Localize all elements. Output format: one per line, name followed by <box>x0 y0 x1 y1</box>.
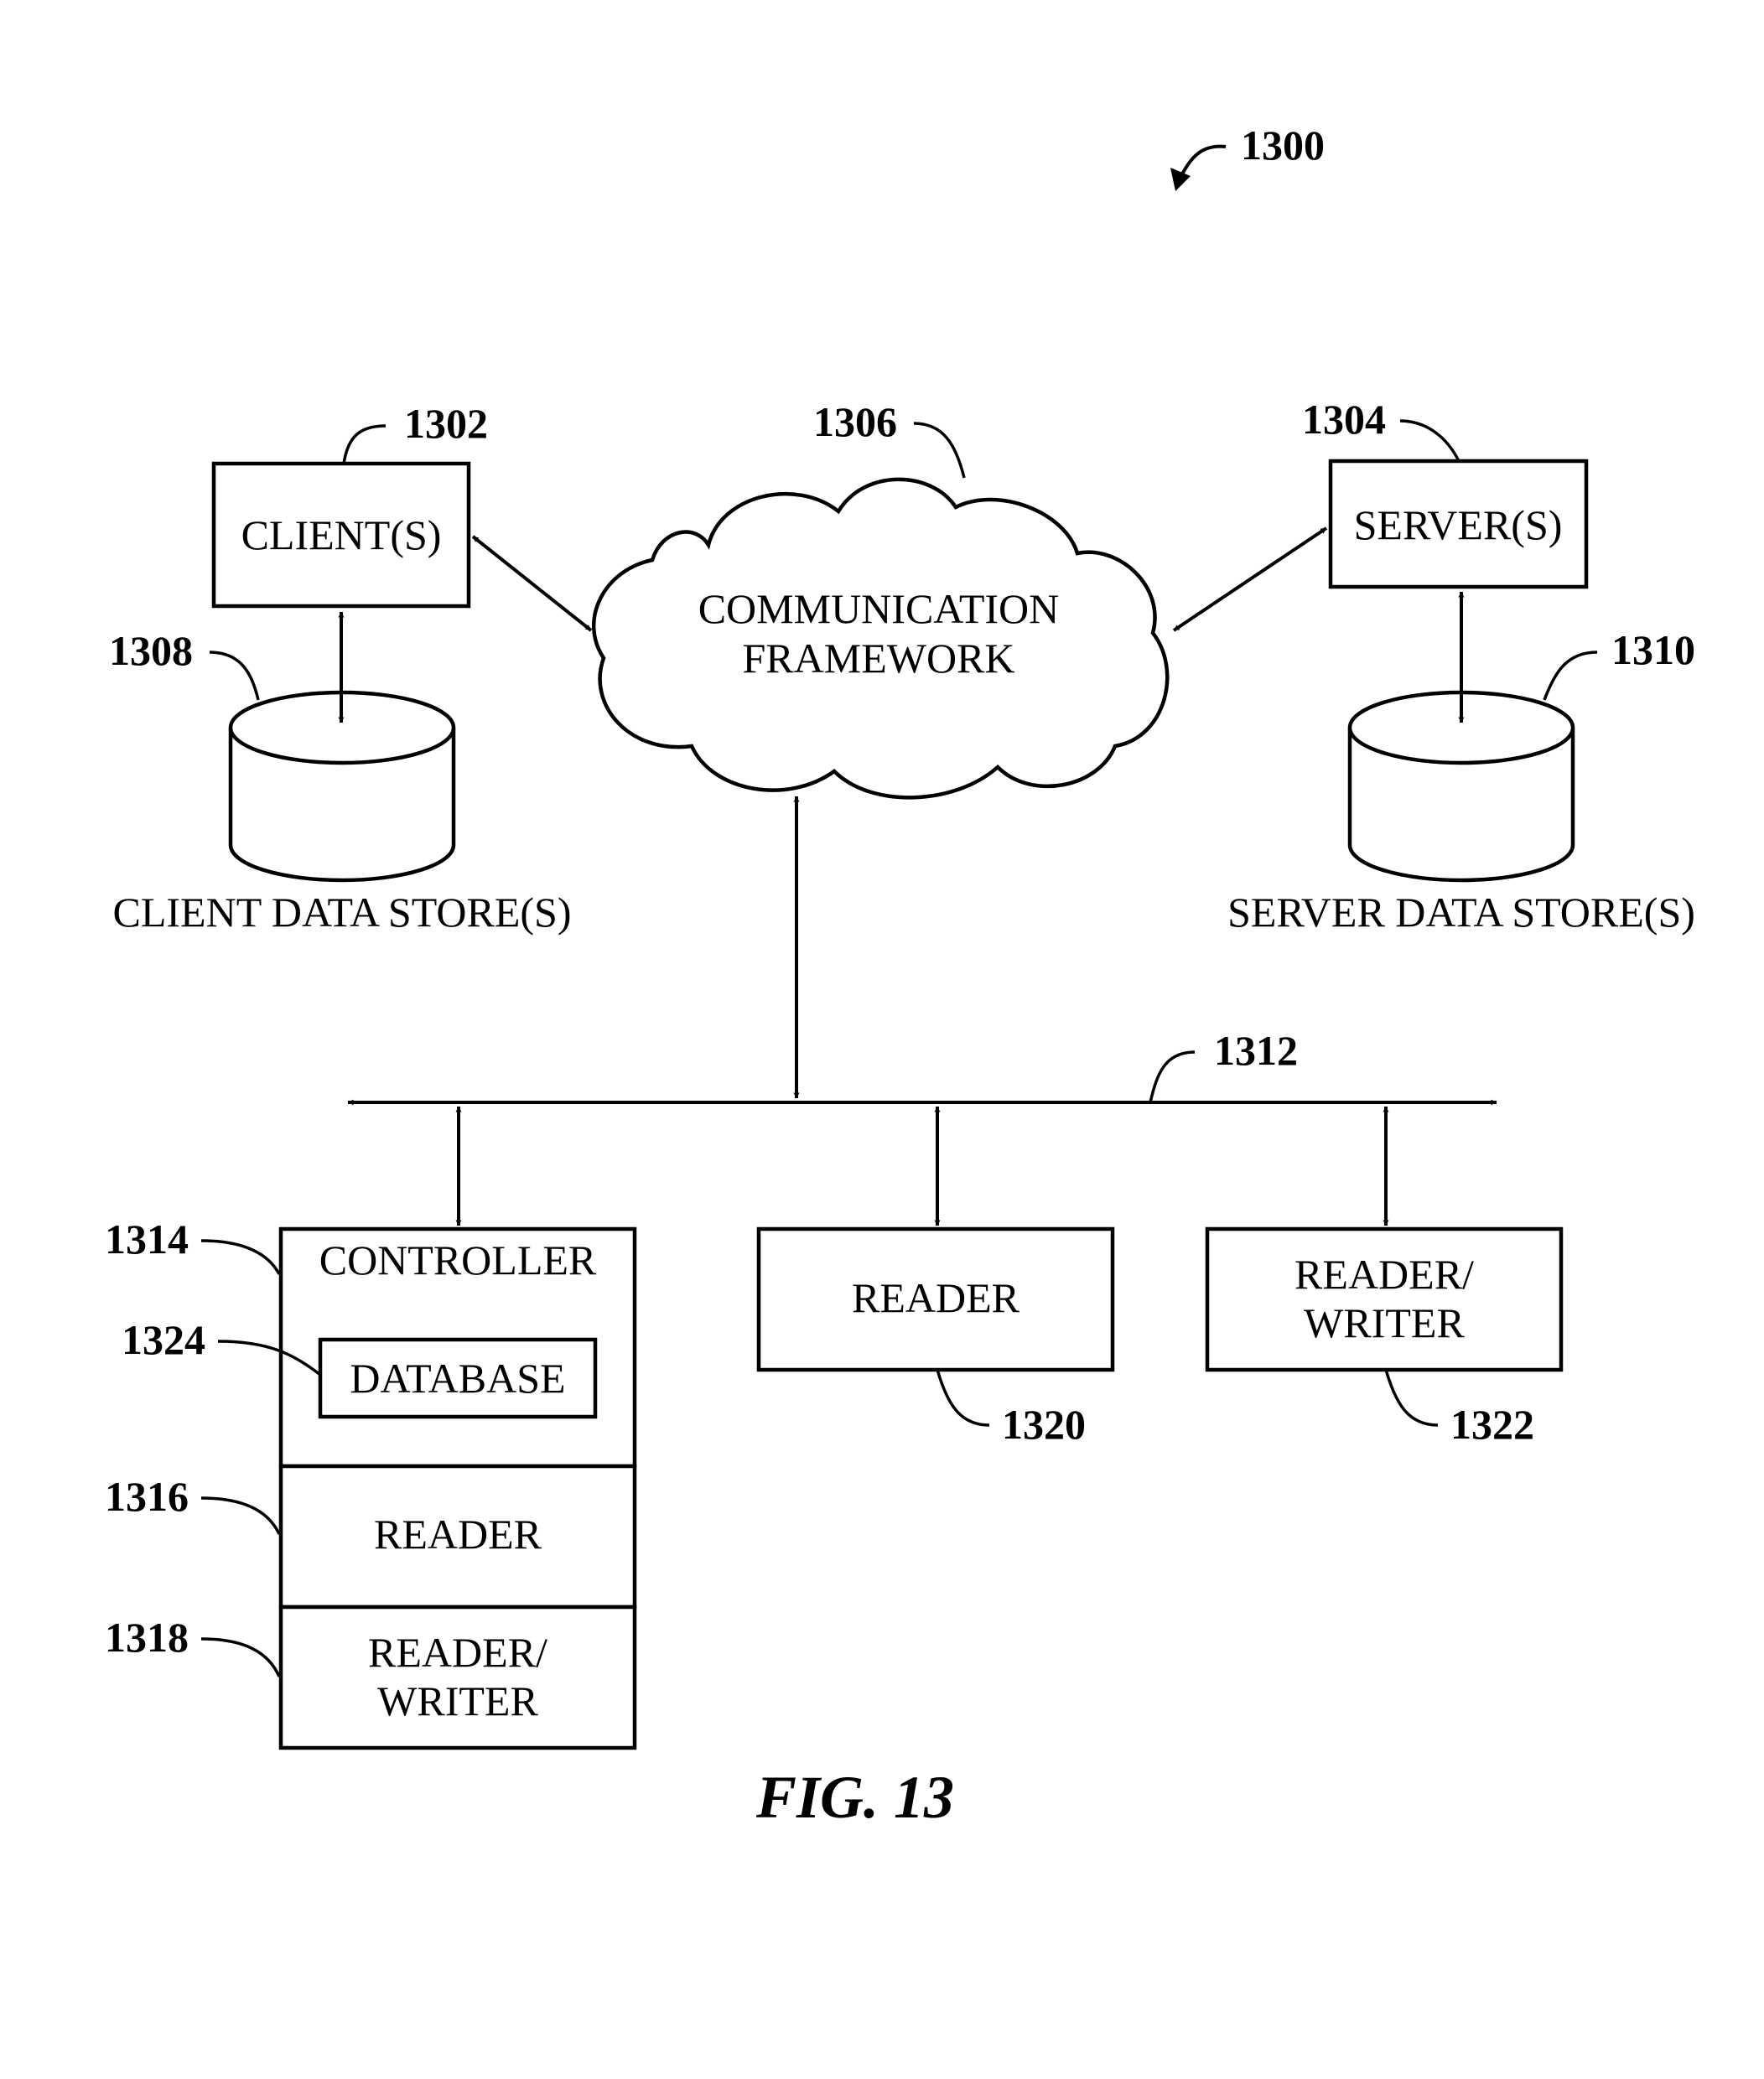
server-data-store-leader <box>1543 651 1598 701</box>
figure-caption: FIG. 13 <box>755 1764 954 1831</box>
database-box <box>318 1337 598 1419</box>
server-leader <box>1399 419 1460 462</box>
controller-ref: 1314 <box>105 1216 189 1262</box>
communication-label-line2: FRAMEWORK <box>742 635 1014 682</box>
controller-stack: CONTROLLER DATABASE READER READER/ WRITE… <box>105 1216 637 1750</box>
reader-writer-box <box>1205 1226 1564 1372</box>
server-node: SERVER(S) 1304 <box>1302 396 1589 589</box>
client-node: CLIENT(S) 1302 <box>211 400 488 609</box>
reader-writer-node: READER/ WRITER 1322 <box>1205 1226 1564 1448</box>
reader-writer-line1: READER/ <box>1294 1251 1474 1298</box>
reader-ref: 1320 <box>1002 1401 1086 1448</box>
server-box <box>1328 459 1589 589</box>
stack-reader-box <box>278 1464 637 1610</box>
client-label: CLIENT(S) <box>241 511 442 558</box>
bus-leader <box>1149 1050 1196 1103</box>
reader-label: READER <box>852 1274 1020 1321</box>
server-data-store-label: SERVER DATA STORE(S) <box>1227 889 1695 936</box>
client-data-store-leader <box>209 651 260 701</box>
stack-reader-writer-ref: 1318 <box>105 1614 189 1661</box>
reader-box <box>756 1226 1115 1372</box>
controller-label: CONTROLLER <box>319 1237 597 1283</box>
server-communication-arrow <box>1172 526 1328 632</box>
client-data-store-label: CLIENT DATA STORE(S) <box>113 889 572 936</box>
client-communication-arrow <box>471 535 593 632</box>
server-data-store-node: SERVER DATA STORE(S) 1310 <box>1227 626 1695 936</box>
server-label: SERVER(S) <box>1354 501 1563 548</box>
database-ref: 1324 <box>122 1316 205 1363</box>
figure-reference: 1300 <box>1170 122 1325 191</box>
database-label: DATABASE <box>350 1355 565 1402</box>
top-connections <box>338 526 1465 1099</box>
stack-reader-label: READER <box>374 1511 542 1558</box>
communication-ref: 1306 <box>813 398 897 445</box>
client-ref: 1302 <box>404 400 488 447</box>
stack-reader-writer-leader <box>200 1637 281 1677</box>
stack-reader-writer-box <box>278 1605 637 1750</box>
client-box <box>211 461 471 609</box>
server-data-store-body <box>1347 728 1575 883</box>
reader-node: READER 1320 <box>756 1226 1115 1448</box>
communication-framework-node: COMMUNICATION FRAMEWORK 1306 <box>591 398 1170 800</box>
bus-ref: 1312 <box>1214 1027 1298 1074</box>
client-leader <box>342 424 387 464</box>
stack-reader-writer-line2: WRITER <box>377 1677 538 1724</box>
figure-ref-number: 1300 <box>1241 122 1325 168</box>
bus-node: 1312 <box>347 1027 1497 1226</box>
server-data-store-ref: 1310 <box>1611 626 1695 673</box>
communication-cloud <box>591 477 1170 800</box>
reader-writer-line2: WRITER <box>1304 1299 1465 1346</box>
figure-ref-arrowhead <box>1170 168 1191 191</box>
client-data-store-ref: 1308 <box>109 627 193 674</box>
client-data-store-node: CLIENT DATA STORE(S) 1308 <box>109 627 571 936</box>
server-ref: 1304 <box>1302 396 1386 443</box>
reader-writer-ref: 1322 <box>1450 1401 1534 1448</box>
reader-leader <box>936 1369 990 1427</box>
controller-leader <box>200 1239 281 1275</box>
database-leader <box>217 1340 322 1376</box>
communication-label-line1: COMMUNICATION <box>698 585 1060 632</box>
communication-leader <box>913 422 966 479</box>
stack-reader-ref: 1316 <box>105 1473 189 1520</box>
stack-reader-leader <box>200 1496 281 1535</box>
client-data-store-body <box>228 728 456 883</box>
stack-reader-writer-line1: READER/ <box>368 1629 547 1676</box>
reader-writer-leader <box>1384 1369 1439 1427</box>
